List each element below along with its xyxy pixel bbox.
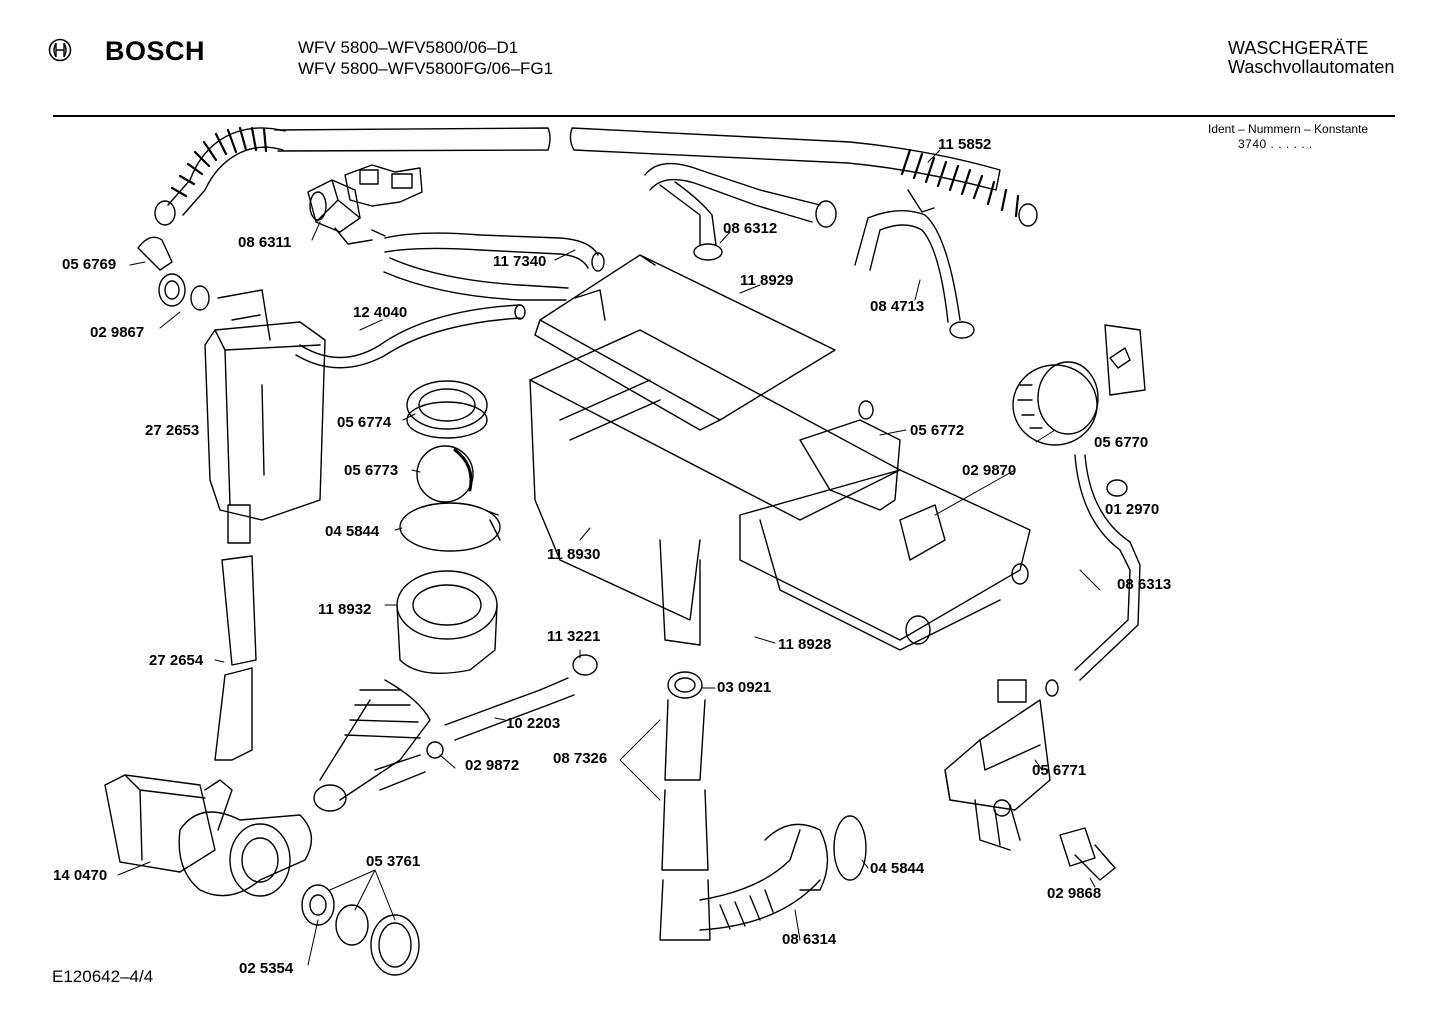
connecting-hoses-drawing <box>296 233 604 368</box>
part-label: 05 3761 <box>366 853 421 870</box>
part-label: 27 2654 <box>149 652 204 669</box>
part-label: 04 5844 <box>325 523 380 540</box>
part-label: 11 7340 <box>493 253 547 270</box>
part-label: 05 6774 <box>337 414 392 431</box>
elbow-hose-drawing <box>645 164 836 260</box>
drawing-id: E120642–4/4 <box>52 967 154 986</box>
leader-lines <box>118 150 1100 965</box>
part-label: 02 9867 <box>90 324 145 341</box>
detergent-dispenser-drawing <box>530 255 1030 650</box>
part-label: 08 4713 <box>870 298 925 315</box>
part-label: 14 0470 <box>53 867 108 884</box>
part-label: 05 6772 <box>910 422 965 439</box>
part-label: 02 9868 <box>1047 885 1102 902</box>
part-label: 27 2653 <box>145 422 200 439</box>
seal-rings-drawing <box>138 237 209 310</box>
part-label: 03 0921 <box>717 679 772 696</box>
hose-clamp-drawing <box>855 190 974 338</box>
drain-hose-drawing <box>660 672 866 940</box>
solenoid-valve-drawing <box>308 165 422 244</box>
pressure-switch-drawing <box>1013 325 1145 496</box>
header-rule <box>53 115 1395 117</box>
part-label: 04 5844 <box>870 860 925 877</box>
model-line-2: WFV 5800–WFV5800FG/06–FG1 <box>298 59 554 78</box>
inlet-hose-drawing <box>155 128 1037 226</box>
ident-value: 3740 . . . . . . <box>1238 137 1313 151</box>
level-chamber-drawing <box>945 680 1115 880</box>
part-label: 08 6314 <box>782 931 837 948</box>
brand-name: BOSCH <box>105 36 206 66</box>
part-label: 02 5354 <box>239 960 294 977</box>
part-label: 08 7326 <box>553 750 608 767</box>
part-label: 02 9872 <box>465 757 520 774</box>
part-label: 11 3221 <box>547 628 601 645</box>
part-label: 01 2970 <box>1105 501 1160 518</box>
part-label: 11 8930 <box>547 546 601 563</box>
part-label: 05 6770 <box>1094 434 1149 451</box>
category-line-1: WASCHGERÄTE <box>1228 38 1369 58</box>
part-label: 12 4040 <box>353 304 408 321</box>
part-label: 08 6312 <box>723 220 778 237</box>
bosch-logo-icon <box>48 38 72 62</box>
pump-seals-drawing <box>302 885 419 975</box>
part-label: 05 6769 <box>62 256 117 273</box>
pressure-hose-drawing <box>1046 455 1140 696</box>
sump-hose-drawing <box>314 571 597 811</box>
part-label: 05 6773 <box>344 462 399 479</box>
sump-parts-drawing <box>400 381 500 551</box>
ident-label: Ident – Nummern – Konstante <box>1208 122 1369 136</box>
part-label: 10 2203 <box>506 715 561 732</box>
pump-hose-drawing <box>105 556 311 896</box>
part-label: 11 5852 <box>938 136 992 153</box>
category-line-2: Waschvollautomaten <box>1228 57 1395 77</box>
model-line-1: WFV 5800–WFV5800/06–D1 <box>298 38 519 57</box>
part-label: 11 8928 <box>778 636 832 653</box>
part-label: 11 8932 <box>318 601 372 618</box>
part-label: 08 6311 <box>238 234 292 251</box>
part-label: 05 6771 <box>1032 762 1087 779</box>
air-trap-tank-drawing <box>205 290 325 543</box>
part-label: 08 6313 <box>1117 576 1172 593</box>
part-label: 02 9870 <box>962 462 1017 479</box>
part-label: 11 8929 <box>740 272 794 289</box>
